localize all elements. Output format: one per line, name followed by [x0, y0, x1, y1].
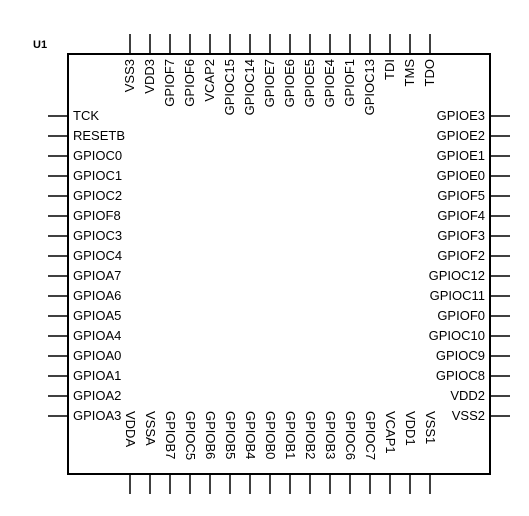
pin-label: VCAP1 — [383, 411, 398, 454]
pin-label: GPIOE0 — [437, 168, 485, 183]
pin-label: GPIOB1 — [283, 411, 298, 459]
pin-label: GPIOF8 — [73, 208, 121, 223]
pin-label: GPIOA1 — [73, 368, 121, 383]
pin-label: GPIOC3 — [73, 228, 122, 243]
pin-label: VDD1 — [403, 411, 418, 446]
pin-label: GPIOC10 — [429, 328, 485, 343]
pin-label: GPIOF7 — [162, 59, 177, 107]
ic-body-outline — [67, 53, 491, 475]
pin-label: TMS — [402, 59, 417, 87]
pin-label: GPIOA6 — [73, 288, 121, 303]
pin-label: GPIOB5 — [223, 411, 238, 459]
pin-label: GPIOE6 — [282, 59, 297, 107]
pin-label: GPIOA5 — [73, 308, 121, 323]
pin-label: GPIOF3 — [437, 228, 485, 243]
pin-label: GPIOA3 — [73, 408, 121, 423]
pin-label: GPIOA7 — [73, 268, 121, 283]
pin-label: TDI — [382, 59, 397, 80]
pin-label: GPIOE3 — [437, 108, 485, 123]
pin-label: GPIOE7 — [262, 59, 277, 107]
left-pin-group: TCK RESETB GPIOC0GPIOC1GPIOC2GPIOF8GPIOC3G… — [48, 108, 125, 423]
pin-label: GPIOF4 — [437, 208, 485, 223]
pin-label: GPIOC7 — [363, 411, 378, 460]
pin-label: GPIOE1 — [437, 148, 485, 163]
pin-label: GPIOC14 — [242, 59, 257, 115]
pin-label: VDDA — [123, 411, 138, 447]
pin-label: GPIOE5 — [302, 59, 317, 107]
pin-label: VDD3 — [142, 59, 157, 94]
pin-label: VSS3 — [122, 59, 137, 92]
pin-label: GPIOC2 — [73, 188, 122, 203]
pin-label: GPIOB7 — [163, 411, 178, 459]
pin-label: VSS1 — [423, 411, 438, 444]
pin-label: GPIOC15 — [222, 59, 237, 115]
pin-label: VSS2 — [452, 408, 485, 423]
pin-label: RESETB — [73, 128, 125, 143]
pin-label: GPIOB4 — [243, 411, 258, 459]
pin-label: GPIOA2 — [73, 388, 121, 403]
reference-designator: U1 — [33, 39, 47, 51]
pin-label: GPIOC11 — [430, 288, 485, 303]
pin-label: GPIOF0 — [437, 308, 485, 323]
pin-label: TDO — [422, 59, 437, 86]
bottom-pin-group: VDDA VSSA GPIOB7 GPIOC5 GPIOB6 GPIOB5 GPIOB4 GP… — [123, 411, 438, 494]
pin-label: GPIOA4 — [73, 328, 121, 343]
pin-label: GPIOC5 — [183, 411, 198, 460]
pin-label: GPIOB2 — [303, 411, 318, 459]
pin-label: GPIOC12 — [429, 268, 485, 283]
pin-label: VSSA — [143, 411, 158, 446]
pin-label: GPIOF5 — [437, 188, 485, 203]
pin-label: VDD2 — [450, 388, 485, 403]
right-pin-group: GPIOE3GPIOE2GPIOE1GPIOE0GPIOF5GPIOF4GPIO… — [429, 108, 510, 423]
top-pin-group: VSS3 VDD3 GPIOF7 GPIOF6 VCAP2 GPIOC15 GPIOC14 G… — [122, 34, 437, 115]
pin-label: GPIOB3 — [323, 411, 338, 459]
pin-label: GPIOC0 — [73, 148, 122, 163]
pin-label: GPIOC13 — [362, 59, 377, 115]
pin-label: GPIOF1 — [342, 59, 357, 107]
pin-label: GPIOC6 — [343, 411, 358, 460]
pin-label: GPIOA0 — [73, 348, 121, 363]
pin-label: VCAP2 — [202, 59, 217, 102]
pin-label: GPIOC4 — [73, 248, 122, 263]
pin-label: GPIOB6 — [203, 411, 218, 459]
pin-label: GPIOB0 — [263, 411, 278, 459]
pin-label: GPIOC1 — [73, 168, 122, 183]
pin-label: TCK — [73, 108, 99, 123]
pin-label: GPIOE2 — [437, 128, 485, 143]
pin-label: GPIOF6 — [182, 59, 197, 107]
pin-label: GPIOE4 — [322, 59, 337, 107]
pin-label: GPIOF2 — [437, 248, 485, 263]
pin-label: GPIOC9 — [436, 348, 485, 363]
pin-label: GPIOC8 — [436, 368, 485, 383]
